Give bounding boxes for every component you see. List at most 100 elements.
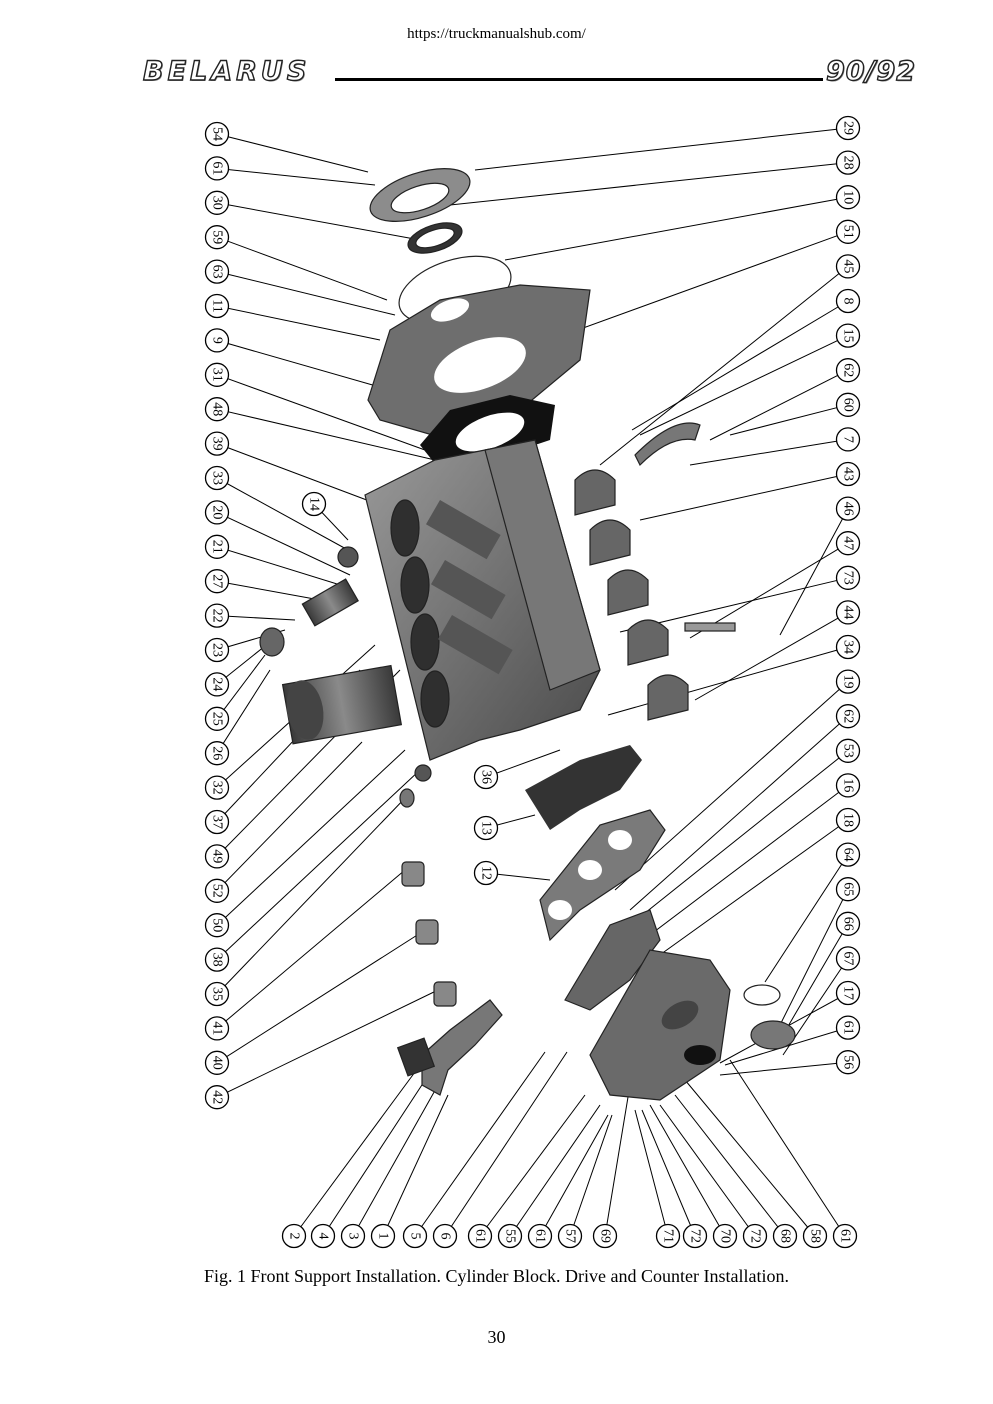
svg-text:55: 55: [503, 1229, 518, 1243]
svg-text:37: 37: [210, 815, 225, 829]
callout-left-4-leader: [216, 271, 396, 316]
callout-right-15: 34: [835, 634, 861, 660]
source-url[interactable]: https://truckmanualshub.com/: [407, 26, 586, 42]
callout-bottom-3: 1: [370, 1223, 396, 1249]
svg-text:20: 20: [210, 505, 225, 519]
callout-left-14-leader: [216, 615, 296, 621]
svg-text:35: 35: [210, 987, 225, 1001]
callout-right-27: 56: [835, 1050, 861, 1075]
svg-text:3: 3: [346, 1233, 361, 1240]
callout-right-16-leader: [614, 681, 849, 891]
svg-text:11: 11: [210, 299, 225, 312]
callout-left-1: 61: [204, 156, 230, 181]
callout-left-13: 27: [204, 569, 230, 594]
callout-left-26-leader: [216, 869, 406, 1029]
callout-bottom-14-leader: [659, 1104, 756, 1237]
cylinder-liner: [281, 664, 403, 745]
callout-right-18: 53: [835, 738, 861, 763]
callout-bottom-4: 5: [402, 1223, 428, 1249]
callout-left-7: 31: [204, 362, 230, 387]
svg-text:21: 21: [210, 540, 225, 554]
callout-right-4-leader: [599, 266, 849, 466]
callout-bottom-16-leader: [684, 1079, 816, 1237]
svg-text:61: 61: [838, 1229, 853, 1243]
callout-left-25: 35: [204, 981, 230, 1007]
callout-left-28-leader: [216, 989, 439, 1098]
callout-left-13-leader: [216, 580, 321, 601]
svg-text:49: 49: [210, 849, 225, 863]
callout-bottom-5-leader: [444, 1051, 568, 1237]
svg-text:68: 68: [778, 1229, 793, 1243]
figure-caption: Fig. 1 Front Support Installation. Cylin…: [204, 1266, 789, 1286]
callout-right-18-leader: [629, 750, 849, 926]
callout-left-3-leader: [216, 236, 388, 301]
rear-plate: [367, 284, 591, 441]
callout-right-11: 46: [835, 496, 861, 521]
callout-right-10-leader: [639, 473, 849, 521]
svg-text:28: 28: [841, 156, 856, 170]
callout-left-12: 21: [204, 534, 230, 559]
svg-text:31: 31: [210, 368, 225, 382]
callout-bottom-12-leader: [641, 1109, 696, 1237]
callout-right-13: 73: [835, 565, 861, 590]
svg-text:60: 60: [841, 398, 856, 412]
callout-bottom-17-leader: [729, 1059, 846, 1237]
callout-right-17-leader: [629, 715, 849, 911]
svg-text:14: 14: [307, 497, 322, 511]
front-plates: [525, 745, 666, 1011]
callout-left-0: 54: [204, 121, 230, 147]
callout-left-27: 40: [204, 1050, 230, 1075]
callout-left-11: 20: [204, 500, 230, 525]
callout-left-17: 25: [204, 706, 230, 731]
callout-left-19: 32: [204, 775, 230, 800]
svg-text:66: 66: [841, 917, 856, 931]
callout-left-10-leader: [216, 477, 349, 551]
callout-bottom-17: 61: [832, 1223, 858, 1249]
callout-bottom-0: 2: [281, 1223, 307, 1249]
svg-text:54: 54: [210, 127, 225, 141]
callout-inner-0: 14: [301, 491, 327, 517]
model-number: 90/92: [825, 55, 917, 87]
callout-right-11-leader: [779, 508, 849, 636]
callout-left-16: 24: [204, 672, 230, 697]
svg-text:47: 47: [841, 536, 856, 550]
callout-right-7-leader: [709, 369, 849, 441]
callout-left-9: 39: [204, 431, 230, 456]
svg-text:64: 64: [841, 848, 856, 862]
callout-right-9: 7: [835, 427, 861, 452]
callout-right-6-leader: [639, 335, 849, 436]
callout-right-14: 44: [835, 600, 861, 625]
svg-text:2: 2: [287, 1233, 302, 1240]
callout-left-18: 26: [204, 741, 230, 766]
timing-cover: [589, 949, 796, 1101]
water-pump-parts: [259, 546, 432, 808]
callout-right-22-leader: [779, 888, 849, 1026]
callout-left-25-leader: [216, 794, 409, 995]
svg-text:6: 6: [438, 1233, 453, 1240]
callout-left-24-leader: [216, 769, 421, 960]
svg-text:10: 10: [841, 190, 856, 204]
callout-right-14-leader: [694, 611, 849, 701]
callout-bottom-0-leader: [293, 1071, 416, 1237]
page-number: 30: [487, 1327, 506, 1347]
exploded-view-diagram: 5461305963119314839332021272223242526323…: [204, 115, 861, 1249]
callout-bottom-4-leader: [414, 1051, 546, 1237]
main-bearing-caps: [574, 422, 736, 721]
callout-right-25: 17: [835, 980, 861, 1006]
svg-text:26: 26: [210, 746, 225, 760]
svg-text:39: 39: [210, 437, 225, 451]
svg-text:73: 73: [841, 571, 856, 585]
svg-text:17: 17: [841, 986, 856, 1000]
svg-text:9: 9: [210, 337, 225, 344]
callout-left-23-leader: [216, 749, 406, 926]
callout-right-1-leader: [449, 162, 849, 206]
callout-bottom-7-leader: [509, 1104, 601, 1237]
bushings: [401, 861, 457, 1007]
svg-text:30: 30: [210, 196, 225, 210]
callout-left-0-leader: [216, 133, 369, 173]
callout-right-2: 10: [835, 185, 861, 210]
svg-text:1: 1: [376, 1233, 391, 1240]
callout-right-16: 19: [835, 669, 861, 694]
svg-text:58: 58: [808, 1229, 823, 1243]
callout-right-20: 18: [835, 807, 861, 833]
